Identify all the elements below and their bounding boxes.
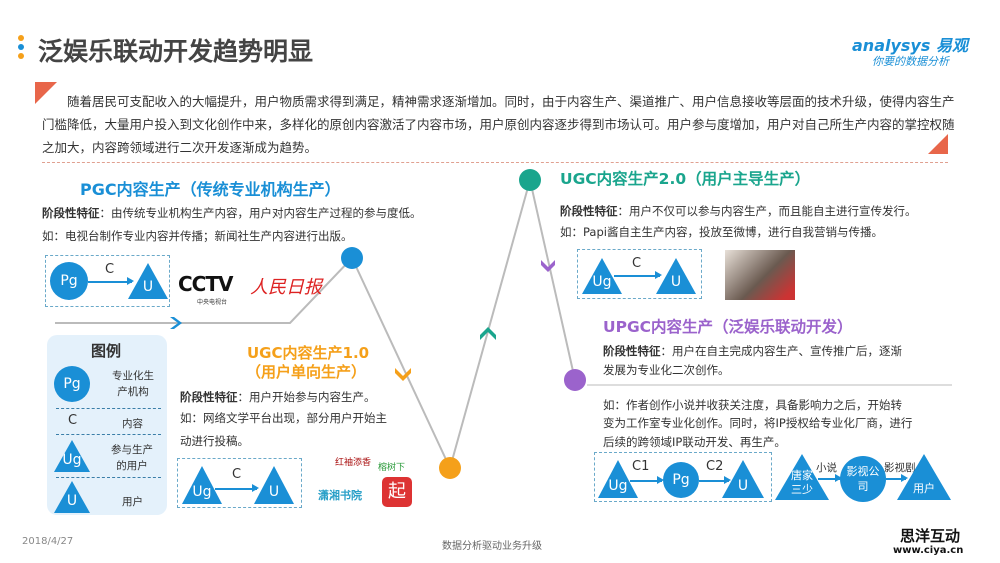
feature-label: 阶段性特征 xyxy=(560,204,618,218)
timeline-node-upgc xyxy=(564,369,586,391)
edge-novel-label: 小说 xyxy=(816,462,837,474)
content-label: C xyxy=(232,467,242,482)
papi-photo xyxy=(725,250,795,300)
arrow xyxy=(886,475,908,481)
timeline-node-ugc1 xyxy=(439,457,461,479)
watermark-name: 思洋互动 xyxy=(900,527,961,545)
legend-divider xyxy=(56,408,161,409)
chevron-down-icon xyxy=(395,368,411,381)
pg-circle: Pg xyxy=(663,462,699,498)
pgc-feature: 阶段性特征：由传统专业机构生产内容，用户对内容生产过程的参与度低。 xyxy=(42,205,422,221)
feature-text: ：用户在自主完成内容生产、宣传推广后，逐渐 xyxy=(660,344,903,358)
upgc-divider xyxy=(587,384,952,386)
ugc2-diagram xyxy=(577,249,702,299)
logo-brand: analysys 易观 xyxy=(852,36,968,55)
rongshuxia-logo: 榕树下 xyxy=(378,463,406,473)
content-2-label: C2 xyxy=(706,459,724,474)
cctv-logo: CCTV xyxy=(178,272,233,296)
cctv-logo-sub: 中央电视台 xyxy=(197,299,228,306)
feature-label: 阶段性特征 xyxy=(42,206,100,220)
feature-text: ：用户开始参与内容生产。 xyxy=(237,390,376,404)
ugc1-diagram xyxy=(177,458,302,508)
upgc-example-cont: 后续的跨领域IP联动开发、再生产。 xyxy=(603,435,786,449)
edge-tv-label: 影视剧 xyxy=(884,462,916,474)
chevron-down-icon xyxy=(541,260,555,272)
legend-ug-label: 参与生产的用户 xyxy=(111,444,153,472)
watermark-url: www.ciya.cn xyxy=(893,545,964,556)
legend-u-label: 用户 xyxy=(122,496,143,508)
pgc-title: PGC内容生产（传统专业机构生产） xyxy=(80,180,341,199)
timeline-node-ugc2 xyxy=(519,169,541,191)
upgc-title: UPGC内容生产（泛娱乐联动开发） xyxy=(603,318,853,336)
feature-label: 阶段性特征 xyxy=(603,344,661,358)
pgc-diagram xyxy=(45,255,170,307)
title-dots xyxy=(18,35,24,59)
hongxiu-logo: 红袖添香 xyxy=(335,458,372,468)
arrow xyxy=(630,477,664,483)
timeline-node-pgc xyxy=(341,247,363,269)
xiaoxiang-logo: 潇湘书院 xyxy=(318,489,362,502)
footer-date: 2018/4/27 xyxy=(22,536,74,547)
ugc2-feature: 阶段性特征：用户不仅可以参与内容生产，而且能自主进行宣传发行。 xyxy=(560,203,917,219)
qidian-logo: 起 xyxy=(382,477,412,507)
legend-panel xyxy=(47,335,167,515)
feature-text: ：由传统专业机构生产内容，用户对内容生产过程的参与度低。 xyxy=(99,206,422,220)
legend-c-symbol: C xyxy=(68,413,78,428)
content-label: C xyxy=(632,256,642,271)
content-1-label: C1 xyxy=(632,459,650,474)
ugc2-title: UGC内容生产2.0（用户主导生产） xyxy=(560,170,811,188)
chevron-up-icon xyxy=(480,327,496,340)
logo-slogan: 你要的数据分析 xyxy=(872,55,949,68)
upgc-example: 如：作者创作小说并收获关注度，具备影响力之后，开始转 xyxy=(603,398,902,412)
pg-circle: Pg xyxy=(50,262,88,300)
footer-slogan: 数据分析驱动业务升级 xyxy=(442,541,542,552)
feature-text: ：用户不仅可以参与内容生产，而且能自主进行宣传发行。 xyxy=(617,204,917,218)
ugc2-example: 如：Papi酱自主生产内容，投放至微博，进行自我营销与传播。 xyxy=(560,225,883,239)
film-company-circle: 影视公司 xyxy=(840,456,886,502)
ugc1-title: UGC内容生产1.0 xyxy=(247,344,370,362)
divider xyxy=(42,162,948,163)
feature-label: 阶段性特征 xyxy=(180,390,238,404)
intro-paragraph: 随着居民可支配收入的大幅提升，用户物质需求得到满足，精神需求逐渐增加。同时，由于… xyxy=(42,94,955,155)
arrow xyxy=(215,485,259,491)
upgc-example-cont: 变为工作室专业化创作。同时，将IP授权给专业化厂商，进行 xyxy=(603,416,913,430)
legend-divider xyxy=(56,477,161,478)
peoples-daily-logo: 人民日报 xyxy=(250,277,322,298)
upgc-feature: 阶段性特征：用户在自主完成内容生产、宣传推广后，逐渐 xyxy=(603,343,902,359)
content-label: C xyxy=(105,262,115,277)
upgc-feature-cont: 发展为专业化二次创作。 xyxy=(603,363,730,377)
page-title: 泛娱乐联动开发趋势明显 xyxy=(38,37,314,66)
arrow xyxy=(818,475,842,481)
legend-pg-symbol: Pg xyxy=(54,366,90,402)
arrow xyxy=(88,278,134,284)
legend-divider xyxy=(56,434,161,435)
ugc1-subtitle: （用户单向生产） xyxy=(246,363,367,381)
ugc1-example: 如：网络文学平台出现，部分用户开始主 xyxy=(180,411,387,425)
ugc1-example-cont: 动进行投稿。 xyxy=(180,434,249,448)
legend-title: 图例 xyxy=(91,342,122,360)
chevron-right-icon xyxy=(170,317,182,329)
ugc1-feature: 阶段性特征：用户开始参与内容生产。 xyxy=(180,389,376,405)
upgc-diagram xyxy=(594,452,772,502)
bidirectional-arrow xyxy=(614,272,662,278)
pgc-example: 如：电视台制作专业内容并传播；新闻社生产内容进行出版。 xyxy=(42,229,353,243)
arrow xyxy=(699,477,731,483)
legend-pg-label: 专业化生产机构 xyxy=(112,370,154,398)
legend-c-label: 内容 xyxy=(122,418,143,430)
